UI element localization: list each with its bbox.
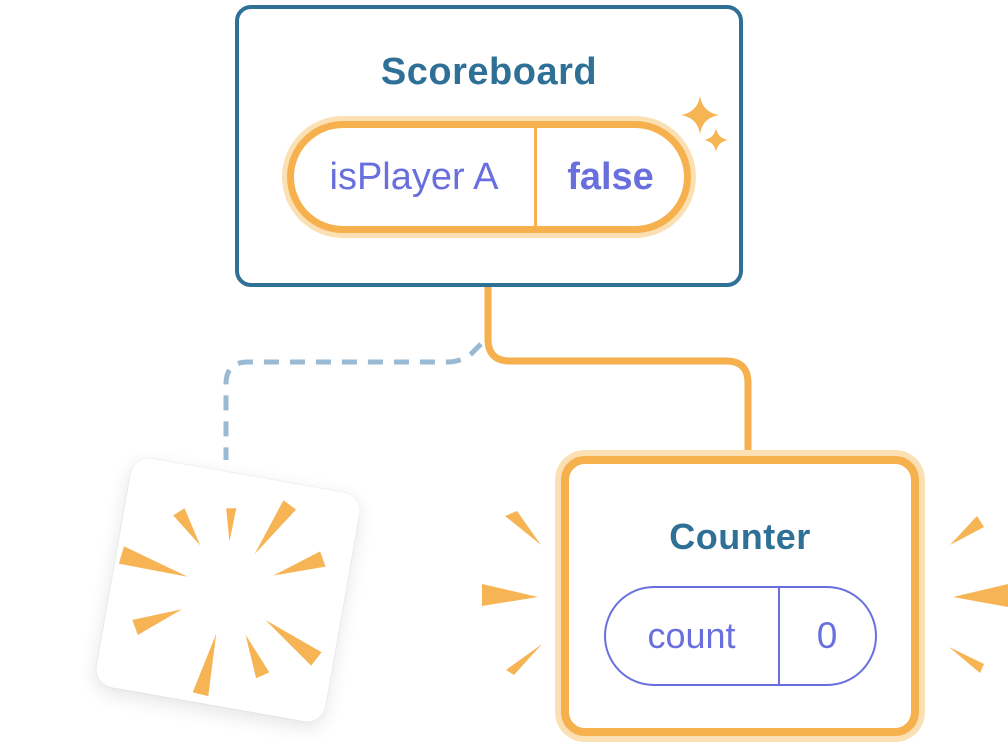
state-value-label: 0 — [777, 588, 875, 684]
scoreboard-component-card: Scoreboard isPlayer A false — [235, 5, 743, 287]
counter-component-card-halo: Counter count 0 — [555, 450, 925, 742]
counter-component-card: Counter count 0 — [561, 456, 919, 736]
state-value-label: false — [534, 128, 684, 226]
sparkles-icon — [681, 96, 728, 152]
counter-state-pill: count 0 — [603, 586, 877, 686]
scoreboard-title: Scoreboard — [380, 51, 598, 93]
state-key-label: isPlayer A — [329, 155, 499, 198]
counter-title: Counter — [669, 516, 811, 557]
destroyed-component-card — [93, 455, 363, 725]
scoreboard-state-pill: isPlayer A false — [287, 121, 691, 233]
scoreboard-state-pill-halo: isPlayer A false — [282, 116, 696, 238]
dashed-connector-to-destroyed-card — [223, 342, 483, 460]
starburst-icon — [118, 500, 326, 697]
solid-connector-to-counter — [484, 286, 752, 456]
state-key-label: count — [647, 615, 736, 656]
